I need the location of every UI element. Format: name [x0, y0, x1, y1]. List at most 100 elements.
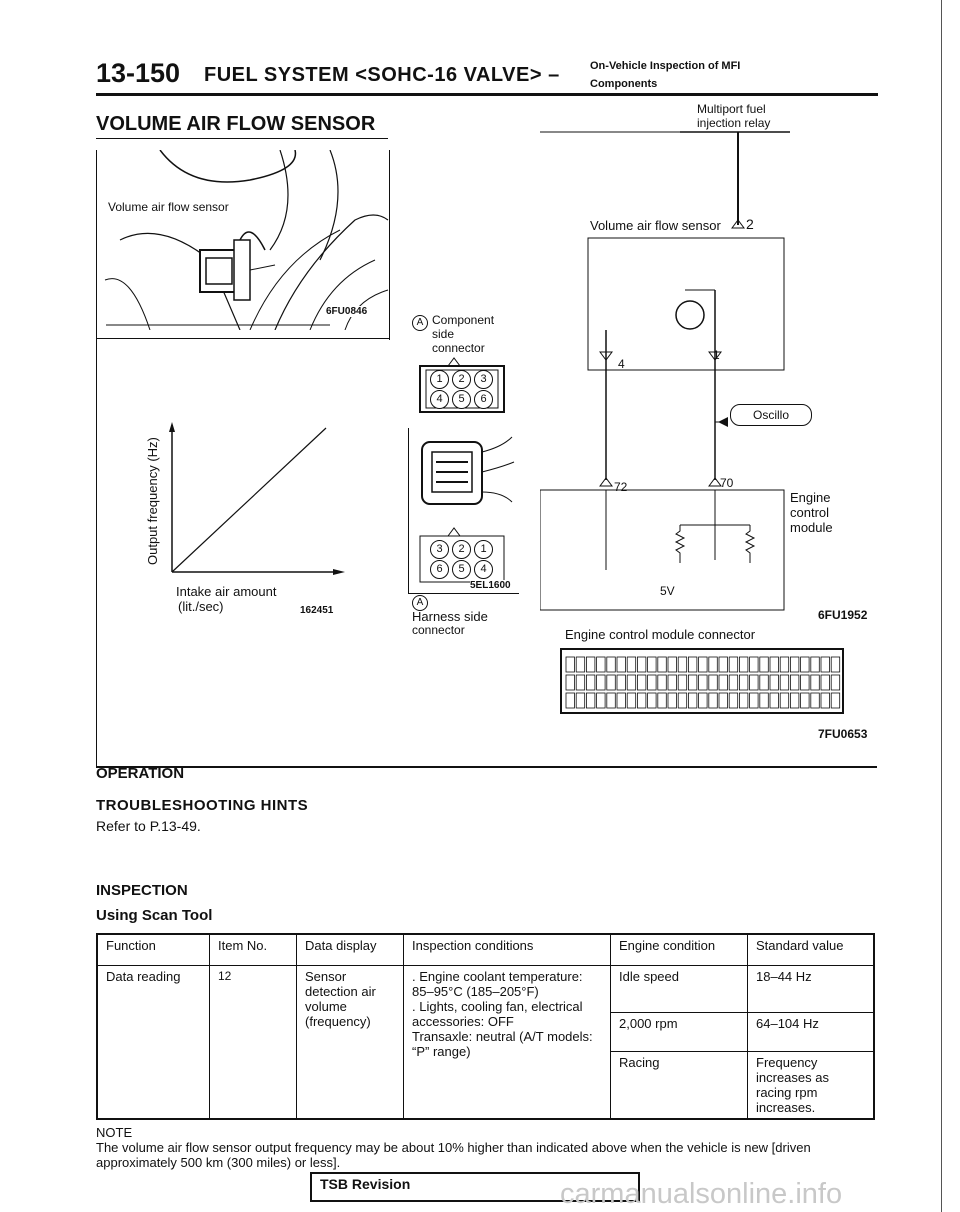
oscillo-label: Oscillo: [730, 404, 812, 426]
harness-photo: [421, 436, 515, 505]
connector-a-pin: 4: [430, 390, 449, 409]
ecm-pin: [616, 692, 626, 709]
ecm-pin: [738, 674, 749, 691]
table-header: Function: [96, 934, 210, 966]
ecm-pin: [637, 692, 647, 709]
page-edge-rule: [941, 0, 942, 1212]
pin-4-label: 4: [618, 357, 625, 371]
ecm-pin: [647, 656, 657, 673]
connector-a-label-3: connector: [432, 341, 485, 355]
ecm-pin: [585, 674, 596, 691]
ecm-pin: [657, 674, 667, 691]
table-header: Data display: [296, 934, 404, 966]
ecm-pin: [718, 674, 728, 691]
tsb-revision-box: [310, 1172, 640, 1202]
note-heading: NOTE: [96, 1125, 133, 1140]
graph-x-arrow: [333, 569, 345, 575]
ecm-pin: [667, 674, 677, 691]
connector-b-marker: A: [412, 595, 428, 611]
ecm-pin: [830, 692, 841, 709]
ecm-pin: [820, 674, 830, 691]
pin-70-label: 70: [720, 476, 734, 490]
ecm-pin: [708, 656, 718, 673]
frequency-graph: [169, 422, 345, 575]
table-header-row: Function Item No. Data display Inspectio…: [96, 934, 874, 966]
harness-code: 5EL1600: [470, 580, 511, 591]
ecm-pin: [718, 656, 728, 673]
ecm-pin: [637, 674, 647, 691]
scan-tool-table: Function Item No. Data display Inspectio…: [96, 933, 875, 1120]
connector-a-marker: A: [412, 315, 428, 331]
ecm-pin: [657, 692, 667, 709]
ecm-pin: [759, 692, 769, 709]
ecm-pin: [626, 674, 637, 691]
connector-b-pin: 5: [452, 560, 471, 579]
connector-b-pin: 3: [430, 540, 449, 559]
table-cell-standard-value: 64–104 Hz: [747, 1012, 874, 1052]
ecm-pin: [779, 692, 790, 709]
ecm-pin: [800, 674, 810, 691]
note-text: The volume air flow sensor output freque…: [96, 1140, 811, 1170]
ecm-pin: [759, 656, 769, 673]
ecm-pin: [810, 656, 820, 673]
ecm-pin: [606, 692, 616, 709]
ecm-pin: [708, 692, 718, 709]
ecm-connector-diagram: [560, 648, 844, 714]
ecm-connector-label: Engine control module connector: [565, 627, 756, 642]
ecm-pin: [626, 656, 637, 673]
ecm-pin: [585, 692, 596, 709]
tsb-revision-label: TSB Revision: [320, 1176, 411, 1192]
ecm-pin: [738, 692, 749, 709]
table-cell-item-no: 12: [209, 965, 297, 1119]
table-row: 2,000 rpm 64–104 Hz: [97, 1012, 874, 1052]
ecm-pin: [820, 656, 830, 673]
ecm-pin: [830, 656, 841, 673]
condition-line: . Lights, cooling fan, electrical access…: [412, 999, 583, 1029]
ecm-pin: [575, 674, 586, 691]
pin-1-label: 1: [713, 348, 720, 362]
ecm-pin: [596, 656, 606, 673]
ecm-pin: [728, 656, 739, 673]
ecm-pin: [647, 674, 657, 691]
ecm-pin: [565, 692, 575, 709]
ecm-pin: [698, 656, 708, 673]
header-subtitle-2: Components: [590, 78, 658, 90]
connector-a-pin: 6: [474, 390, 493, 409]
ecm-pin: [759, 674, 769, 691]
connector-b-label-1: Harness side: [412, 609, 488, 624]
ecm-label-2: control: [790, 505, 830, 520]
ecm-pin: [749, 656, 759, 673]
ecm-pin: [800, 692, 810, 709]
scan-tool-heading: Using Scan Tool: [96, 907, 213, 924]
ecm-pin: [637, 656, 647, 673]
table-header: Standard value: [747, 934, 874, 966]
ecm-pin: [810, 692, 820, 709]
table-cell-function: Data reading: [96, 965, 210, 1119]
ecm-label-3: module: [790, 520, 833, 535]
ecm-pin: [769, 674, 779, 691]
ecm-pin: [667, 656, 677, 673]
ecm-pin: [677, 674, 688, 691]
connector-b-pin: 1: [474, 540, 493, 559]
graph-code: 162451: [300, 605, 334, 616]
troubleshooting-heading: TROUBLESHOOTING HINTS: [96, 797, 309, 814]
table-cell-standard-value: Frequency increases as racing rpm increa…: [747, 1051, 874, 1119]
section-title-underline: [96, 138, 388, 139]
table-cell-engine-condition: 2,000 rpm: [610, 1012, 748, 1052]
ecm-pin: [687, 656, 698, 673]
ecm-pin: [749, 692, 759, 709]
ecm-pin: [596, 674, 606, 691]
ecm-pin: [789, 674, 800, 691]
ecm-pin: [820, 692, 830, 709]
table-row: Racing Frequency increases as racing rpm…: [97, 1051, 874, 1119]
table-cell-engine-condition: Idle speed: [610, 965, 748, 1013]
ecm-pin: [728, 674, 739, 691]
sensor-photo: [100, 150, 390, 330]
operation-heading: OPERATION: [96, 765, 185, 782]
connector-b-pin: 6: [430, 560, 449, 579]
photo-underline: [96, 338, 390, 339]
graph-x-unit: (lit./sec): [178, 599, 224, 614]
table-cell-engine-condition: Racing: [610, 1051, 748, 1119]
inspection-heading: INSPECTION: [96, 882, 188, 899]
ecm-pin: [779, 656, 790, 673]
